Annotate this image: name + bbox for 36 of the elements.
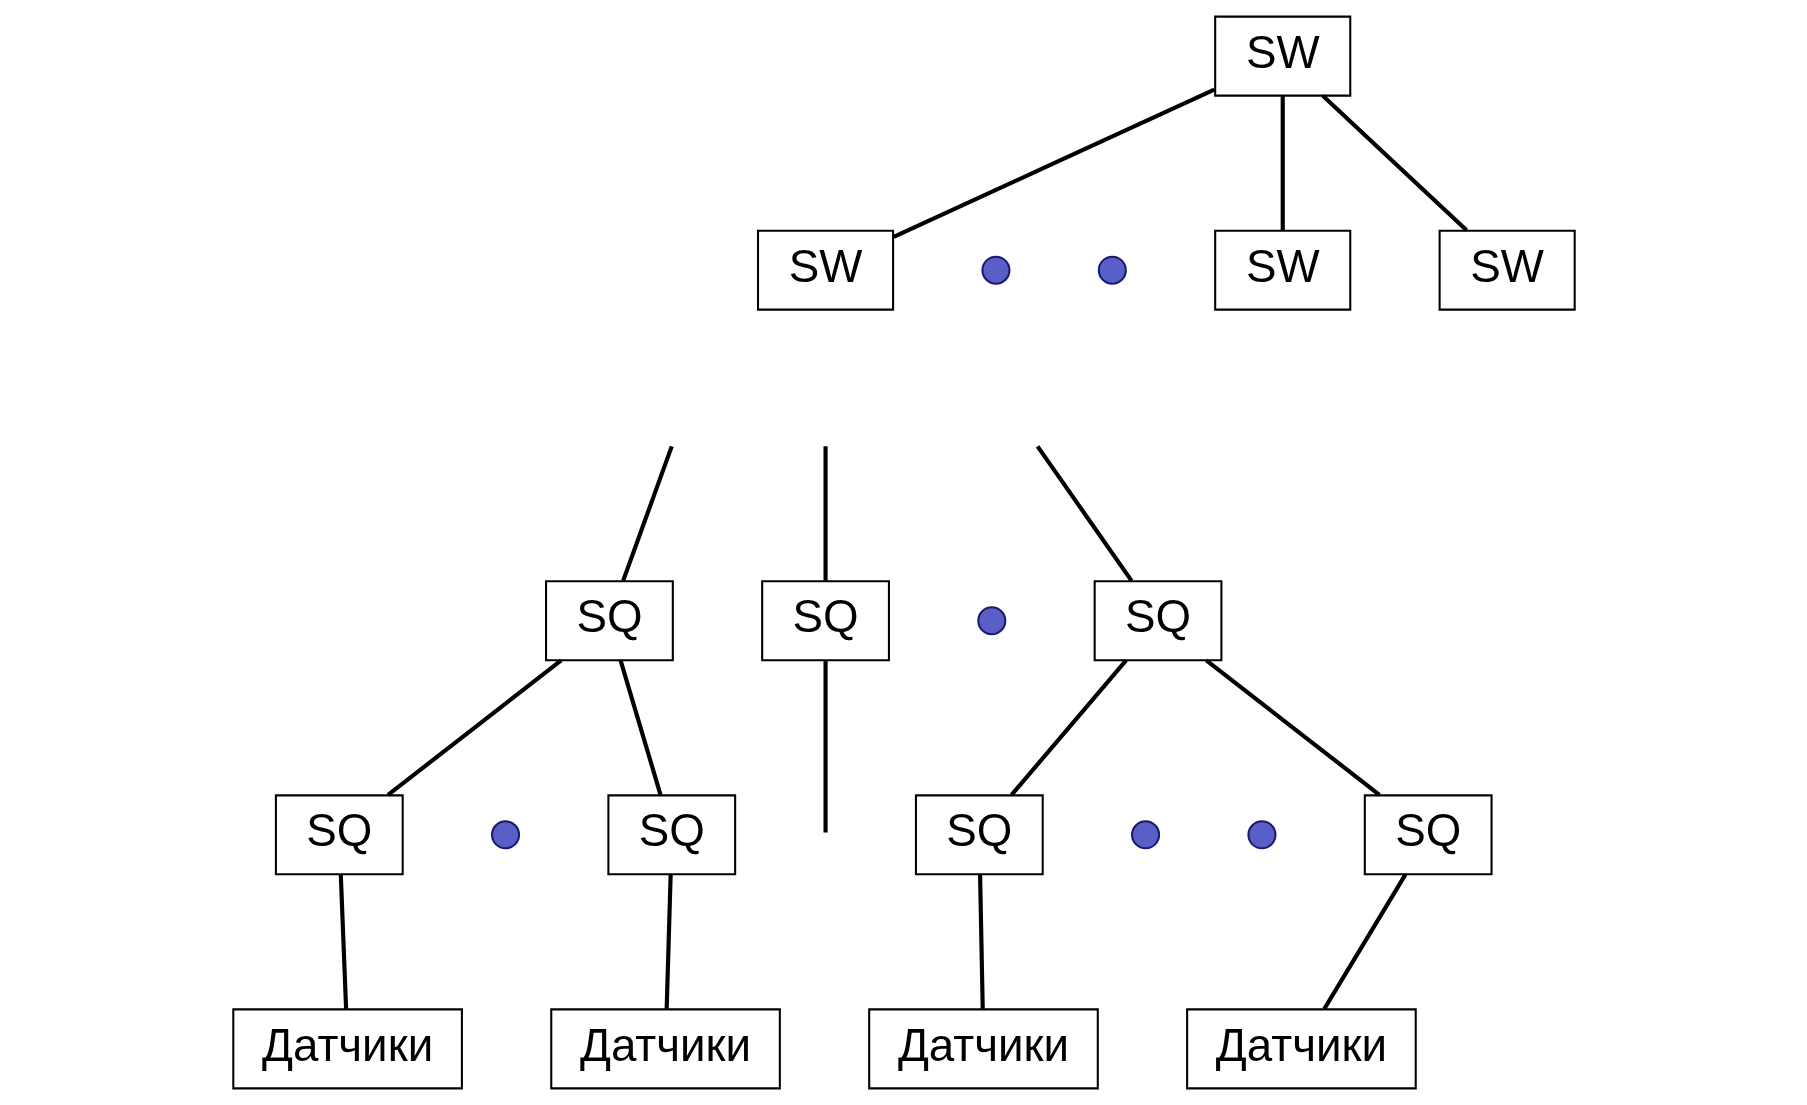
connector — [386, 658, 562, 797]
node-box: SQ — [1093, 580, 1222, 662]
node-circle — [490, 820, 520, 850]
node-box: Датчики — [1185, 1008, 1417, 1090]
connector — [822, 660, 828, 833]
node-box: Датчики — [231, 1008, 463, 1090]
node-box: SQ — [914, 794, 1044, 876]
node-box: SQ — [274, 794, 404, 876]
connector — [1320, 94, 1468, 232]
node-box: SW — [756, 229, 894, 311]
node-box: SQ — [606, 794, 736, 876]
node-circle — [1130, 820, 1160, 850]
node-circle — [1246, 820, 1276, 850]
connector — [977, 874, 985, 1009]
connector — [1009, 659, 1128, 797]
connector — [620, 445, 674, 582]
node-box: SQ — [1363, 794, 1493, 876]
node-box: Датчики — [867, 1008, 1099, 1090]
node-box: Датчики — [549, 1008, 781, 1090]
node-box: SW — [1213, 229, 1351, 311]
connector — [1035, 445, 1133, 582]
node-circle — [980, 255, 1010, 285]
connector — [338, 874, 348, 1009]
node-circle — [1097, 255, 1127, 285]
node-box: SW — [1213, 15, 1351, 97]
connector — [822, 446, 828, 581]
connector — [1280, 95, 1285, 231]
connector — [1204, 658, 1381, 797]
connector — [1322, 873, 1407, 1010]
node-box: SQ — [544, 580, 674, 662]
connector — [664, 874, 673, 1009]
connector — [618, 659, 662, 796]
node-box: SQ — [760, 580, 890, 662]
node-box: SW — [1438, 229, 1576, 311]
node-circle — [976, 606, 1006, 636]
connector — [892, 87, 1215, 239]
